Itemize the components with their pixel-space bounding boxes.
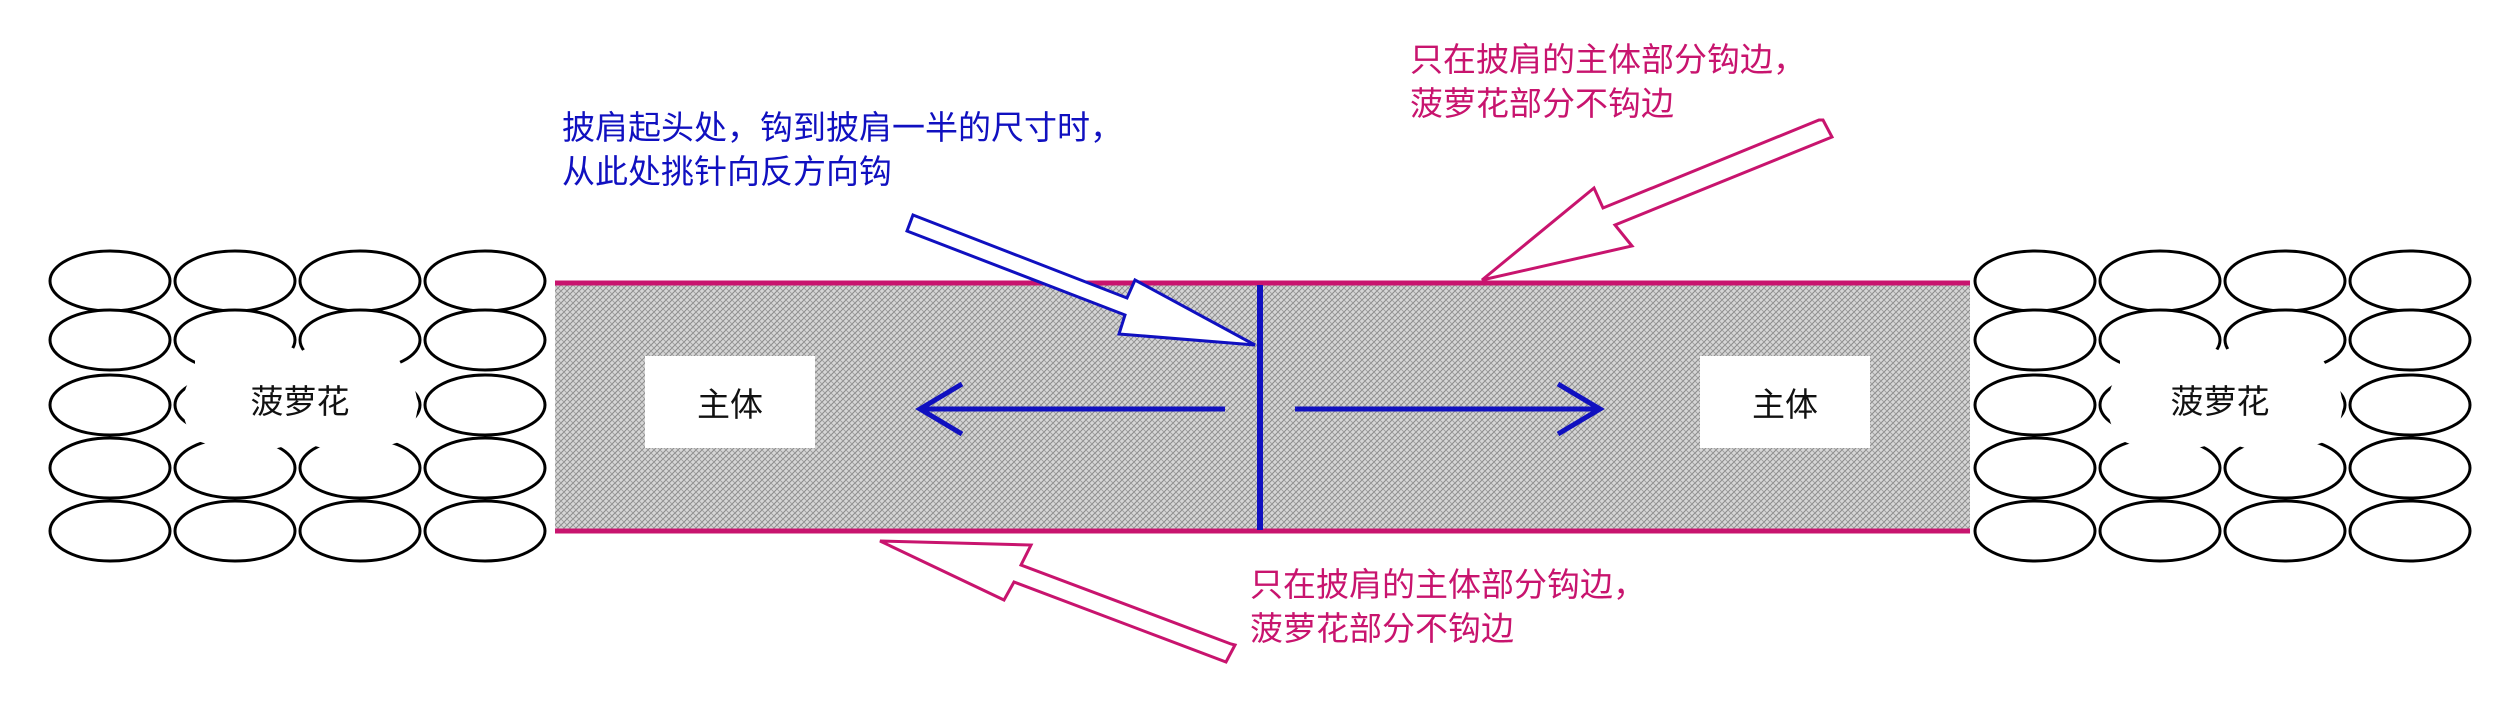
pineapple-label-patch-right (2107, 338, 2343, 451)
bottom-edge-note: 只在披肩的主体部分钩边， 菠萝花部分不钩边 (1250, 563, 1646, 651)
pineapple-label-left: 菠萝花 (250, 382, 350, 421)
start-note-line2: 从此处挑针向反方向钩 (562, 152, 892, 191)
arrow-right-icon (1295, 381, 1605, 437)
top-edge-note: 只在披肩的主体部分钩边， 菠萝花部分不钩边 (1410, 38, 1806, 126)
pineapple-label-patch-left (182, 338, 418, 451)
bottom-edge-pointer-arrow-icon (879, 539, 1238, 664)
body-label-right: 主体 (1700, 356, 1870, 448)
bottom-edge-note-line1: 只在披肩的主体部分钩边， (1250, 565, 1646, 604)
arrow-left-icon (915, 381, 1225, 437)
start-pointer-arrow-icon (905, 213, 1256, 347)
body-label-left: 主体 (645, 356, 815, 448)
top-edge-note-line2: 菠萝花部分不钩边 (1410, 84, 1674, 123)
top-edge-note-line1: 只在披肩的主体部分钩边， (1410, 40, 1806, 79)
start-note: 披肩起头处，钩到披肩一半的尺寸时， 从此处挑针向反方向钩 (562, 106, 1123, 194)
pineapple-label-right: 菠萝花 (2170, 382, 2270, 421)
pineapple-cluster-left (48, 249, 547, 563)
start-note-line1: 披肩起头处，钩到披肩一半的尺寸时， (562, 108, 1123, 147)
body-label-right-text: 主体 (1752, 385, 1818, 424)
bottom-edge-note-line2: 菠萝花部分不钩边 (1250, 609, 1514, 648)
top-edge-pointer-arrow-icon (1481, 118, 1835, 282)
body-label-left-text: 主体 (697, 385, 763, 424)
